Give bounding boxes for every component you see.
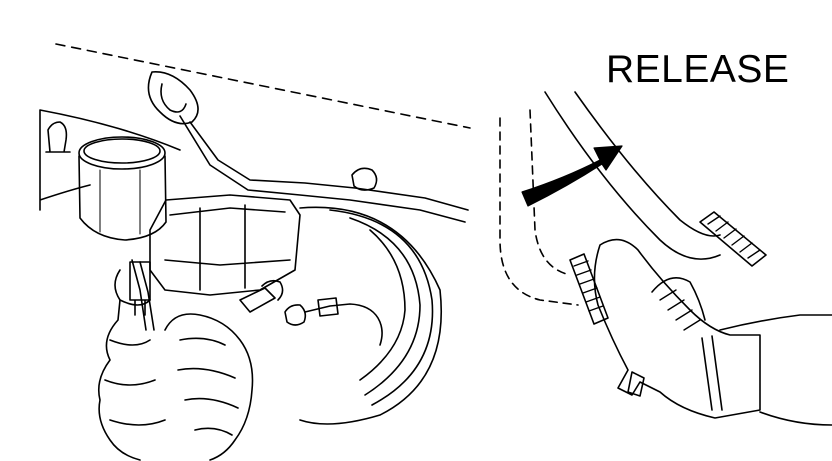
- left-hand-tube: [131, 259, 155, 331]
- left-hand-outline: [97, 269, 141, 461]
- left-hand-fingers: [104, 299, 166, 426]
- wrench: [239, 279, 284, 313]
- reservoir-shading: [99, 169, 141, 235]
- reservoir-body: [78, 155, 167, 241]
- brake-booster-ring-3: [359, 229, 406, 381]
- right-hand-outline: [164, 313, 254, 461]
- body-panel-outline: [39, 109, 181, 211]
- brake-line-down-2: [189, 121, 469, 211]
- pedal-pad-released-hatch: [707, 215, 761, 259]
- brake-line-down-1: [179, 115, 466, 223]
- bleeder-screw: [284, 304, 307, 326]
- pedal-dashed-return-path-1: [499, 117, 579, 306]
- brake-line-loop-inner: [160, 83, 187, 113]
- brake-line-fitting: [351, 167, 378, 191]
- master-cylinder-body: [149, 194, 301, 296]
- shoe-laces: [659, 289, 701, 331]
- reservoir-cap-inner: [83, 138, 161, 164]
- pedal-dashed-return-path-2: [529, 109, 571, 276]
- pedal-pad-pressed-hatch: [573, 260, 604, 312]
- reservoir-cap: [78, 136, 166, 170]
- pedal-pad-released: [699, 211, 767, 267]
- shoe-outline: [593, 238, 761, 419]
- release-arrow: [521, 145, 623, 207]
- right-hand-fingers: [177, 337, 239, 436]
- release-label: RELEASE: [606, 48, 790, 91]
- master-cylinder-detail: [164, 204, 291, 291]
- bleeder-hose-fitting: [317, 297, 339, 317]
- bleeder-hose: [304, 303, 383, 346]
- leg-outline: [719, 314, 832, 426]
- sock-lines: [701, 335, 723, 411]
- brake-booster-ring-2: [349, 217, 421, 396]
- brake-booster-outer: [299, 206, 442, 425]
- firewall-dashed-line: [55, 43, 471, 129]
- pedal-arm-back: [574, 91, 721, 237]
- pedal-arm: [544, 91, 721, 260]
- brake-line-loop: [147, 71, 199, 125]
- shoe-heel: [627, 371, 645, 397]
- shoe-tongue: [651, 276, 706, 321]
- mounting-stud: [45, 121, 71, 153]
- brake-booster-ring-1: [329, 209, 434, 406]
